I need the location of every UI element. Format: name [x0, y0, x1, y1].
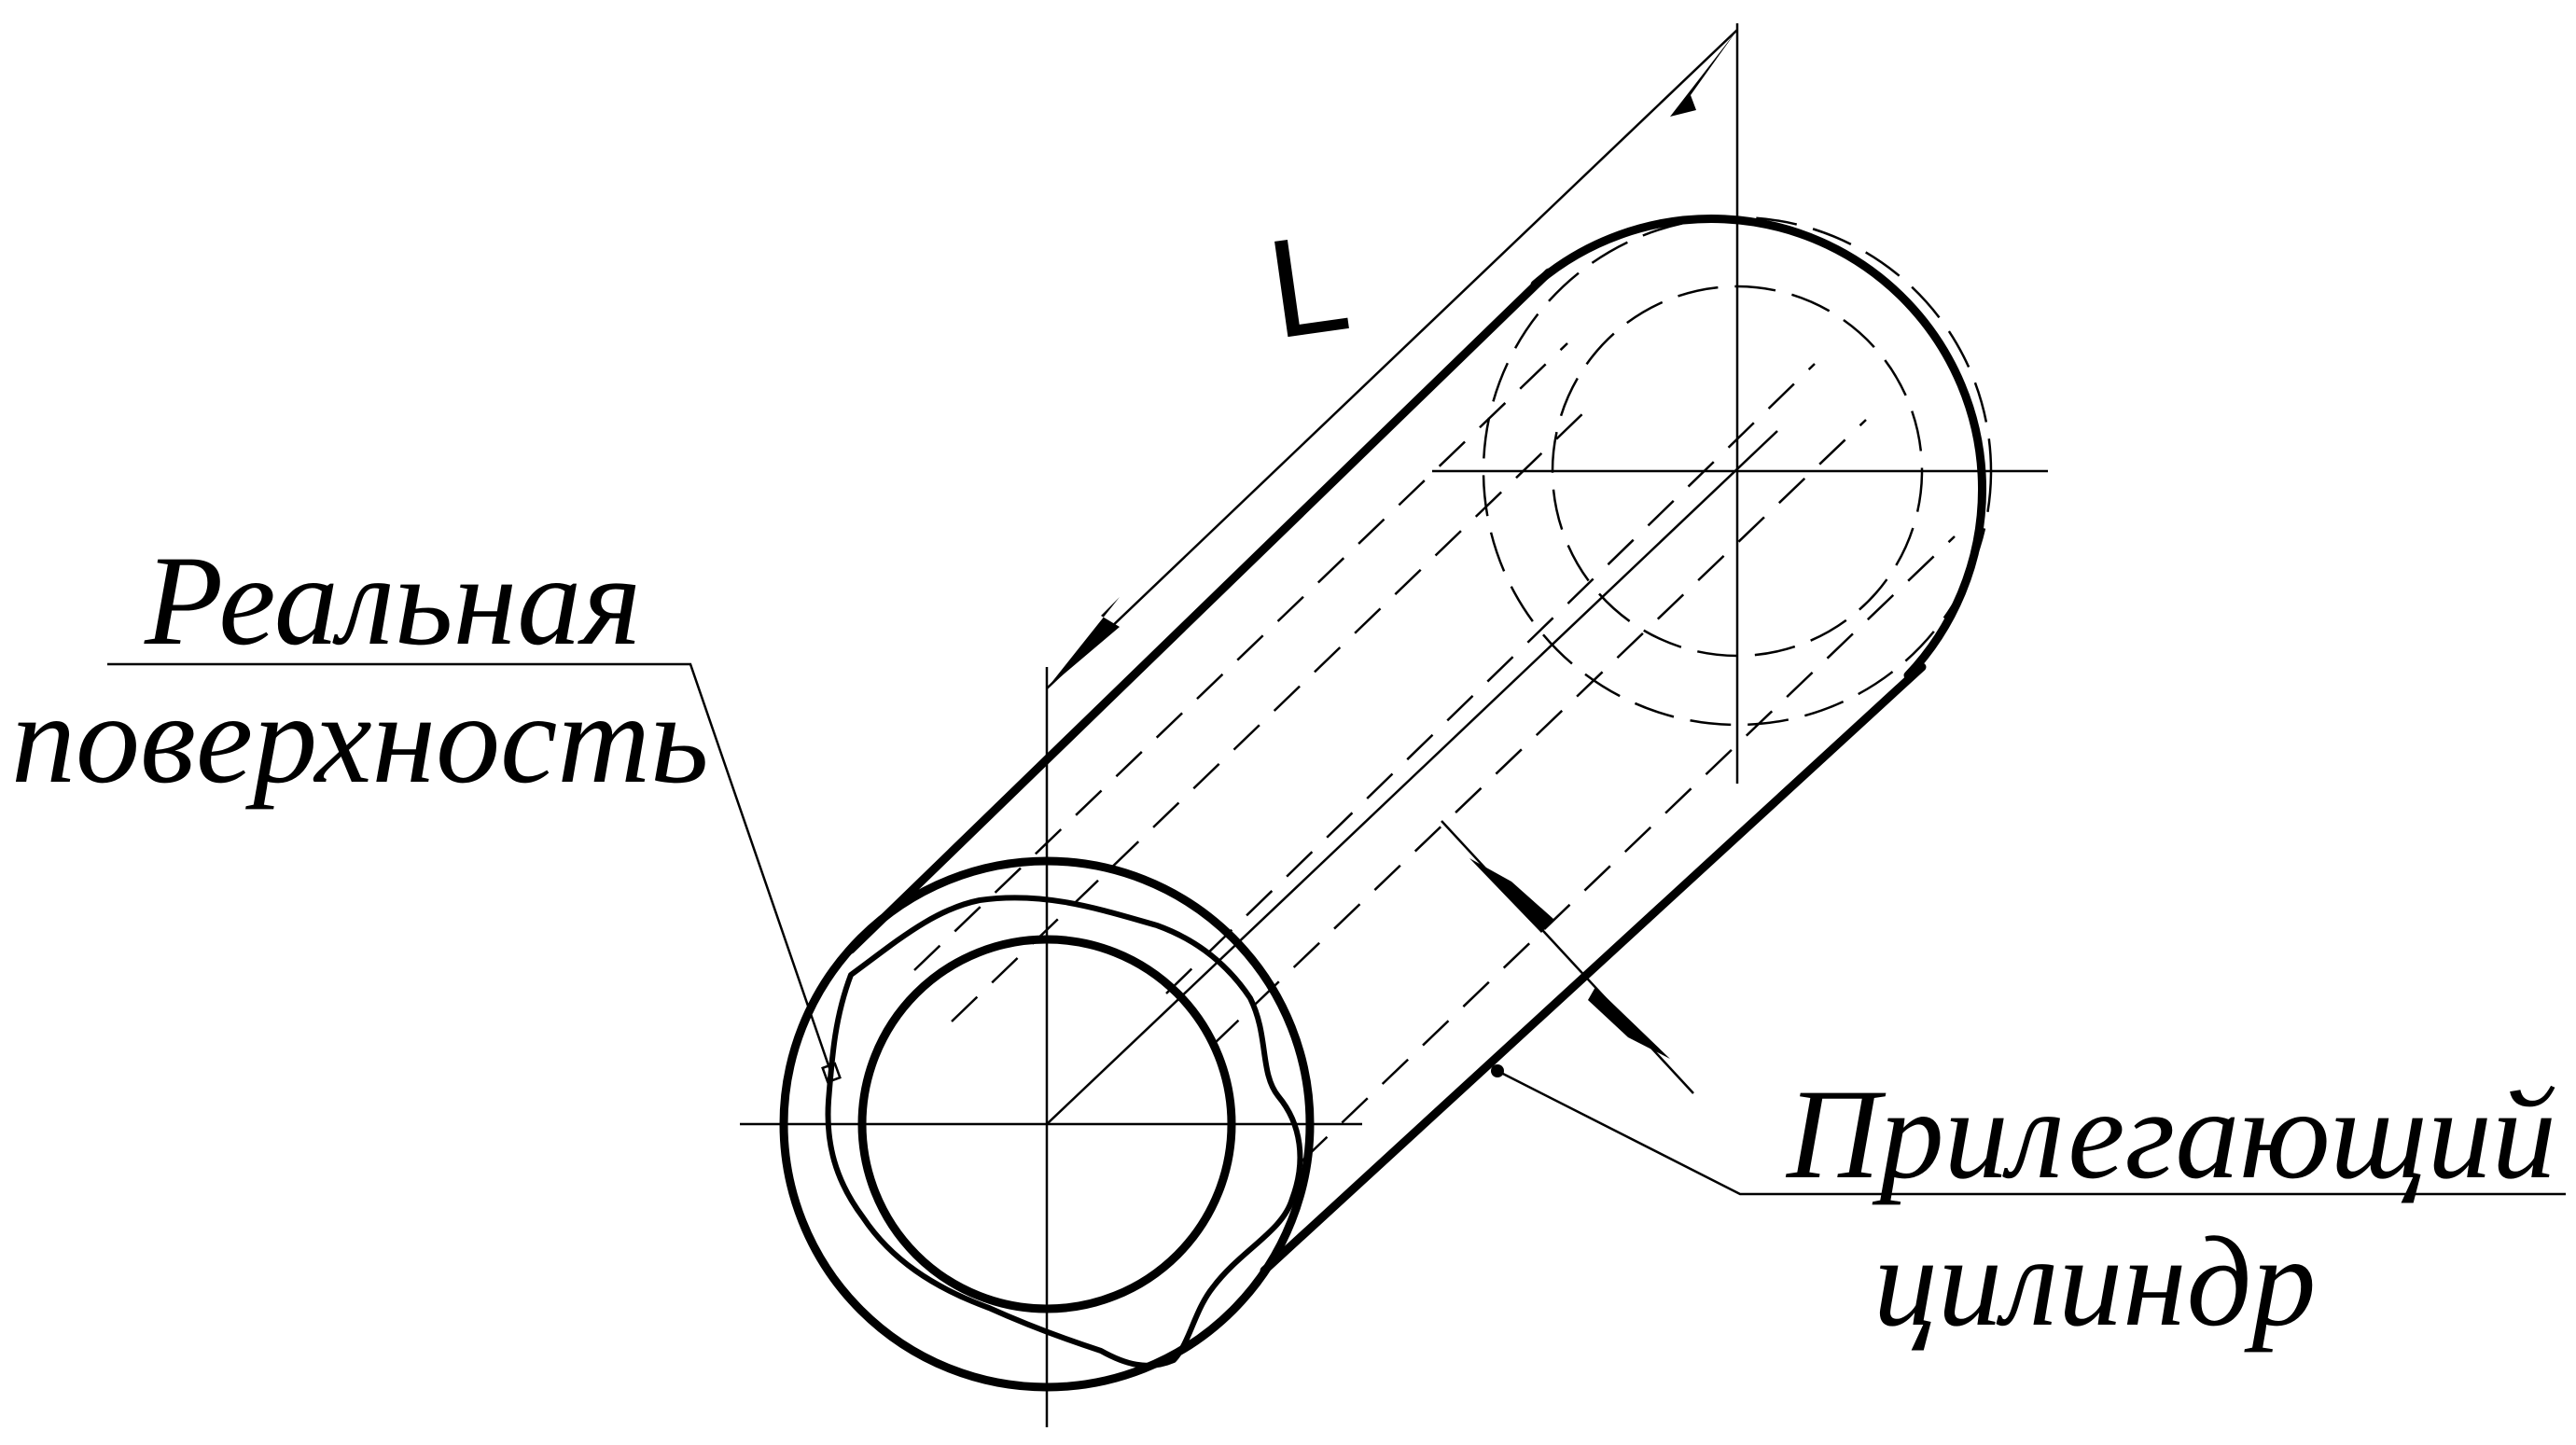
thickness-dimension: [1441, 820, 1694, 1094]
hidden-line-5: [1301, 535, 1956, 1162]
length-arrow-top: [1670, 30, 1737, 117]
length-arrow-bottom: [1047, 597, 1120, 688]
cylinder-lower-edge: [1260, 662, 1927, 1275]
real-surface-label-line1: Реальная: [144, 529, 641, 672]
thickness-arrow-upper: [1469, 858, 1553, 933]
real-surface-leader: [107, 662, 832, 1072]
real-surface-label-line2: поверхность: [11, 667, 709, 810]
far-end-outer-arc: [1530, 215, 1986, 680]
cylinder-body: [846, 268, 1956, 1275]
length-dimension: L: [1046, 29, 1738, 689]
length-dimension-line: [1046, 29, 1738, 689]
length-label: L: [1259, 202, 1358, 368]
hidden-line-2: [951, 410, 1587, 1022]
adjacent-cylinder-leader: [1497, 1069, 2566, 1196]
leaders: [107, 662, 2566, 1196]
hidden-line-3: [1165, 363, 1816, 994]
near-end-view: [740, 667, 1362, 1427]
cylinder-axis: [1046, 430, 1778, 1125]
cylinder-upper-edge: [846, 268, 1553, 954]
adjacent-cylinder-label-line1: Прилегающий: [1785, 1063, 2556, 1205]
far-end-view: [1432, 23, 2048, 784]
adjacent-cylinder-leader-dot: [1491, 1064, 1504, 1077]
thickness-dimension-line: [1441, 820, 1694, 1094]
real-surface-contour: [825, 895, 1303, 1369]
adjacent-cylinder-label-line2: цилиндр: [1873, 1210, 2316, 1353]
thickness-arrow-lower: [1588, 987, 1670, 1059]
hidden-line-4: [1212, 419, 1867, 1046]
hidden-line-1: [913, 342, 1568, 971]
